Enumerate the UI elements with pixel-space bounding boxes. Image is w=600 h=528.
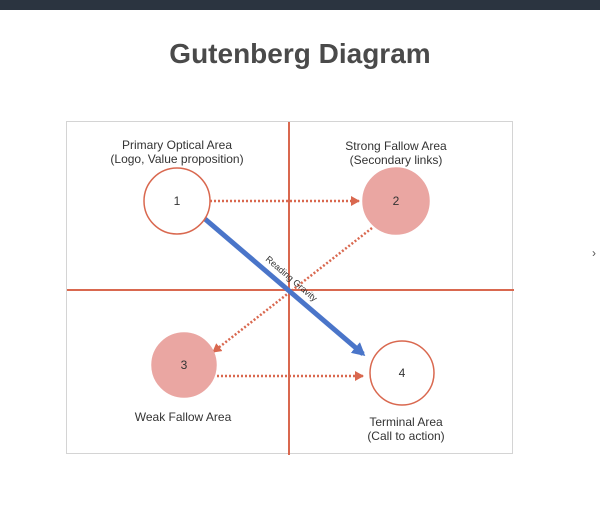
primary-optical-area-label: Primary Optical Area (Logo, Value propos… bbox=[110, 138, 243, 166]
edge-caret-icon: › bbox=[592, 246, 596, 260]
area-2-number: 2 bbox=[393, 194, 400, 208]
area-4-circle bbox=[369, 340, 435, 406]
diagram-canvas: Reading Gravity 1 2 3 4 bbox=[67, 122, 514, 455]
area-2-name: Strong Fallow Area bbox=[345, 139, 447, 153]
area-4-detail: (Call to action) bbox=[367, 429, 445, 443]
area-1-circle bbox=[143, 167, 211, 235]
area-3-number: 3 bbox=[181, 358, 188, 372]
area-2-circle bbox=[362, 167, 430, 235]
area-3-circle bbox=[151, 332, 217, 398]
gutenberg-diagram: Reading Gravity 1 2 3 4 Primary Optical … bbox=[66, 121, 514, 455]
strong-fallow-area-label: Strong Fallow Area (Secondary links) bbox=[345, 139, 446, 167]
area-1-detail: (Logo, Value proposition) bbox=[110, 152, 244, 166]
area-3-name: Weak Fallow Area bbox=[134, 410, 232, 424]
arrow-2-to-3 bbox=[212, 227, 373, 353]
window-top-bar bbox=[0, 0, 600, 10]
area-1-number: 1 bbox=[174, 194, 181, 208]
weak-fallow-area-label: Weak Fallow Area bbox=[135, 410, 232, 424]
area-2-detail: (Secondary links) bbox=[349, 153, 443, 167]
reading-gravity-arrow bbox=[203, 217, 366, 356]
terminal-area-label: Terminal Area (Call to action) bbox=[367, 415, 444, 443]
area-4-name: Terminal Area bbox=[369, 415, 443, 429]
area-1-name: Primary Optical Area bbox=[121, 138, 233, 152]
page-title: Gutenberg Diagram bbox=[169, 38, 431, 69]
area-4-number: 4 bbox=[399, 366, 406, 380]
